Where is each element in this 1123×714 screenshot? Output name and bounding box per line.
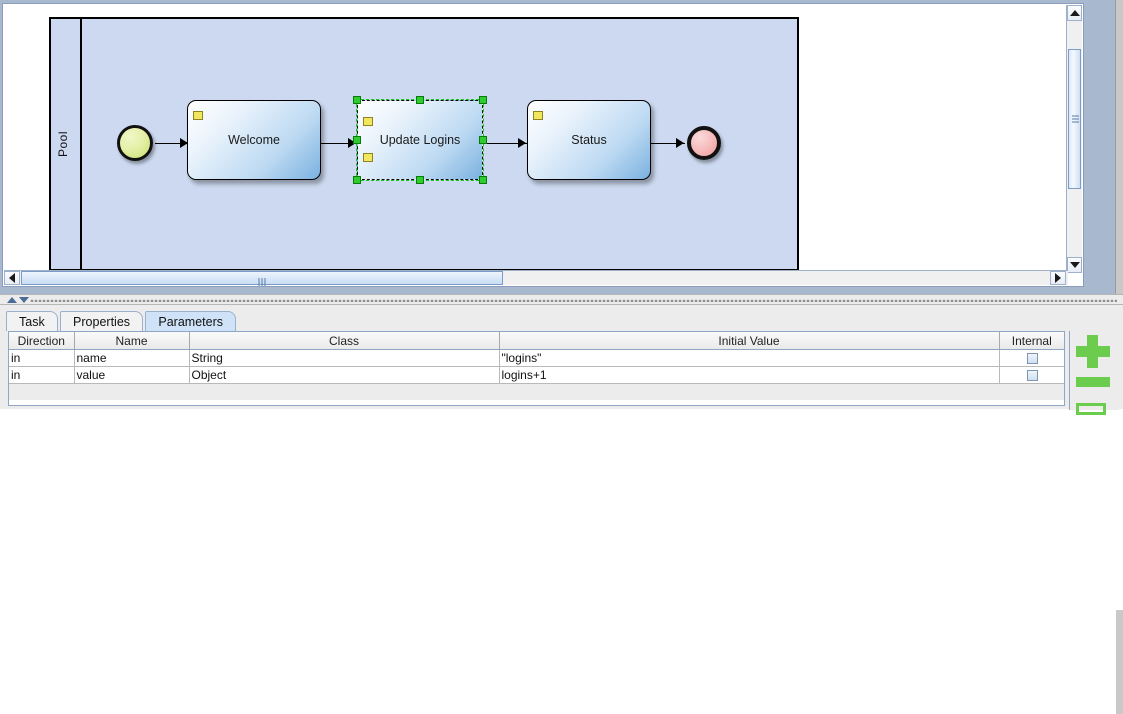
end-event-icon[interactable] <box>687 126 721 160</box>
scroll-right-button[interactable] <box>1050 271 1066 285</box>
connector-welcome-to-update[interactable] <box>321 143 357 144</box>
cell-name[interactable]: value <box>74 366 190 384</box>
start-event-icon[interactable] <box>117 125 153 161</box>
task-marker-icon <box>363 117 373 126</box>
properties-panel: Task Properties Parameters Direction Nam… <box>0 305 1123 714</box>
tab-properties[interactable]: Properties <box>60 311 144 331</box>
cell-direction[interactable]: in <box>9 366 75 384</box>
scroll-up-button[interactable] <box>1067 5 1082 21</box>
column-header-class[interactable]: Class <box>189 332 500 350</box>
vertical-scroll-thumb[interactable] <box>1068 49 1081 189</box>
cell-class[interactable]: Object <box>189 366 500 384</box>
column-header-direction[interactable]: Direction <box>9 332 75 350</box>
resize-handle-sw[interactable] <box>353 176 361 184</box>
square-outline-icon <box>1076 403 1106 415</box>
triangle-down-icon <box>1069 262 1080 268</box>
parameters-table: Direction Name Class Initial Value Inter… <box>9 332 1064 400</box>
triangle-up-icon <box>1069 10 1080 16</box>
column-header-name[interactable]: Name <box>74 332 190 350</box>
editor-inner: Pool Welcome <box>2 3 1084 287</box>
connector-status-to-end[interactable] <box>651 143 685 144</box>
tab-parameters[interactable]: Parameters <box>145 311 236 331</box>
remove-parameter-button[interactable] <box>1076 377 1110 387</box>
diagram-canvas[interactable]: Pool Welcome <box>3 4 1083 286</box>
task-status-label: Status <box>571 133 607 147</box>
task-welcome-label: Welcome <box>228 133 280 147</box>
checkbox-icon[interactable] <box>1027 353 1039 365</box>
tab-bar: Task Properties Parameters <box>6 311 236 331</box>
cell-initial-value[interactable]: "logins" <box>499 349 1000 367</box>
task-marker-icon <box>363 153 373 162</box>
tab-task[interactable]: Task <box>6 311 58 331</box>
collapse-up-icon[interactable] <box>7 297 17 303</box>
add-parameter-button[interactable] <box>1076 335 1110 368</box>
arrowhead-icon <box>518 138 526 148</box>
scroll-down-button[interactable] <box>1067 257 1082 273</box>
resize-handle-s[interactable] <box>416 176 424 184</box>
pool-header: Pool <box>51 19 82 269</box>
grip-icon <box>258 275 267 289</box>
plus-icon <box>1087 335 1098 368</box>
table-header-row: Direction Name Class Initial Value Inter… <box>9 332 1064 350</box>
cell-name[interactable]: name <box>74 349 190 367</box>
minus-icon <box>1076 377 1110 387</box>
parameter-action-buttons <box>1069 331 1119 415</box>
triangle-right-icon <box>1055 273 1061 283</box>
scroll-left-button[interactable] <box>4 271 20 285</box>
splitter-grip <box>30 299 1117 302</box>
table-empty-area <box>9 383 1064 400</box>
task-marker-icon <box>533 111 543 120</box>
column-header-initial-value[interactable]: Initial Value <box>499 332 1000 350</box>
resize-handle-ne[interactable] <box>479 96 487 104</box>
arrowhead-icon <box>180 138 188 148</box>
arrowhead-icon <box>348 138 356 148</box>
window-right-edge-bottom <box>1116 610 1123 714</box>
horizontal-scroll-thumb[interactable] <box>21 271 503 286</box>
cell-direction[interactable]: in <box>9 349 75 367</box>
task-status[interactable]: Status <box>527 100 651 180</box>
vertical-scroll-track[interactable] <box>1067 21 1082 257</box>
resize-handle-se[interactable] <box>479 176 487 184</box>
pool-label: Pool <box>56 130 70 158</box>
canvas-vertical-scrollbar[interactable] <box>1066 5 1082 273</box>
table-row[interactable]: in value Object logins+1 <box>9 366 1064 384</box>
canvas-horizontal-scrollbar[interactable] <box>4 270 1068 286</box>
resize-handle-w[interactable] <box>353 136 361 144</box>
collapse-down-icon[interactable] <box>19 297 29 303</box>
cell-class[interactable]: String <box>189 349 500 367</box>
resize-handle-e[interactable] <box>479 136 487 144</box>
triangle-left-icon <box>9 273 15 283</box>
arrowhead-icon <box>676 138 684 148</box>
cell-initial-value[interactable]: logins+1 <box>499 366 1000 384</box>
cell-internal-checkbox[interactable] <box>999 349 1064 367</box>
editor-frame: Pool Welcome <box>0 0 1123 294</box>
connector-start-to-welcome[interactable] <box>155 143 188 144</box>
parameters-table-container[interactable]: Direction Name Class Initial Value Inter… <box>8 331 1065 406</box>
task-update-logins[interactable]: Update Logins <box>356 99 484 181</box>
edit-parameter-button[interactable] <box>1076 403 1110 415</box>
task-marker-icon <box>193 111 203 120</box>
task-update-logins-label: Update Logins <box>379 133 461 147</box>
cell-internal-checkbox[interactable] <box>999 366 1064 384</box>
connector-update-to-status[interactable] <box>487 143 527 144</box>
window-right-edge <box>1115 0 1123 294</box>
resize-handle-nw[interactable] <box>353 96 361 104</box>
pane-splitter[interactable] <box>0 294 1123 305</box>
resize-handle-n[interactable] <box>416 96 424 104</box>
grip-icon <box>1072 114 1079 125</box>
task-welcome[interactable]: Welcome <box>187 100 321 180</box>
table-row[interactable]: in name String "logins" <box>9 349 1064 367</box>
checkbox-icon[interactable] <box>1027 370 1039 382</box>
column-header-internal[interactable]: Internal <box>999 332 1064 350</box>
